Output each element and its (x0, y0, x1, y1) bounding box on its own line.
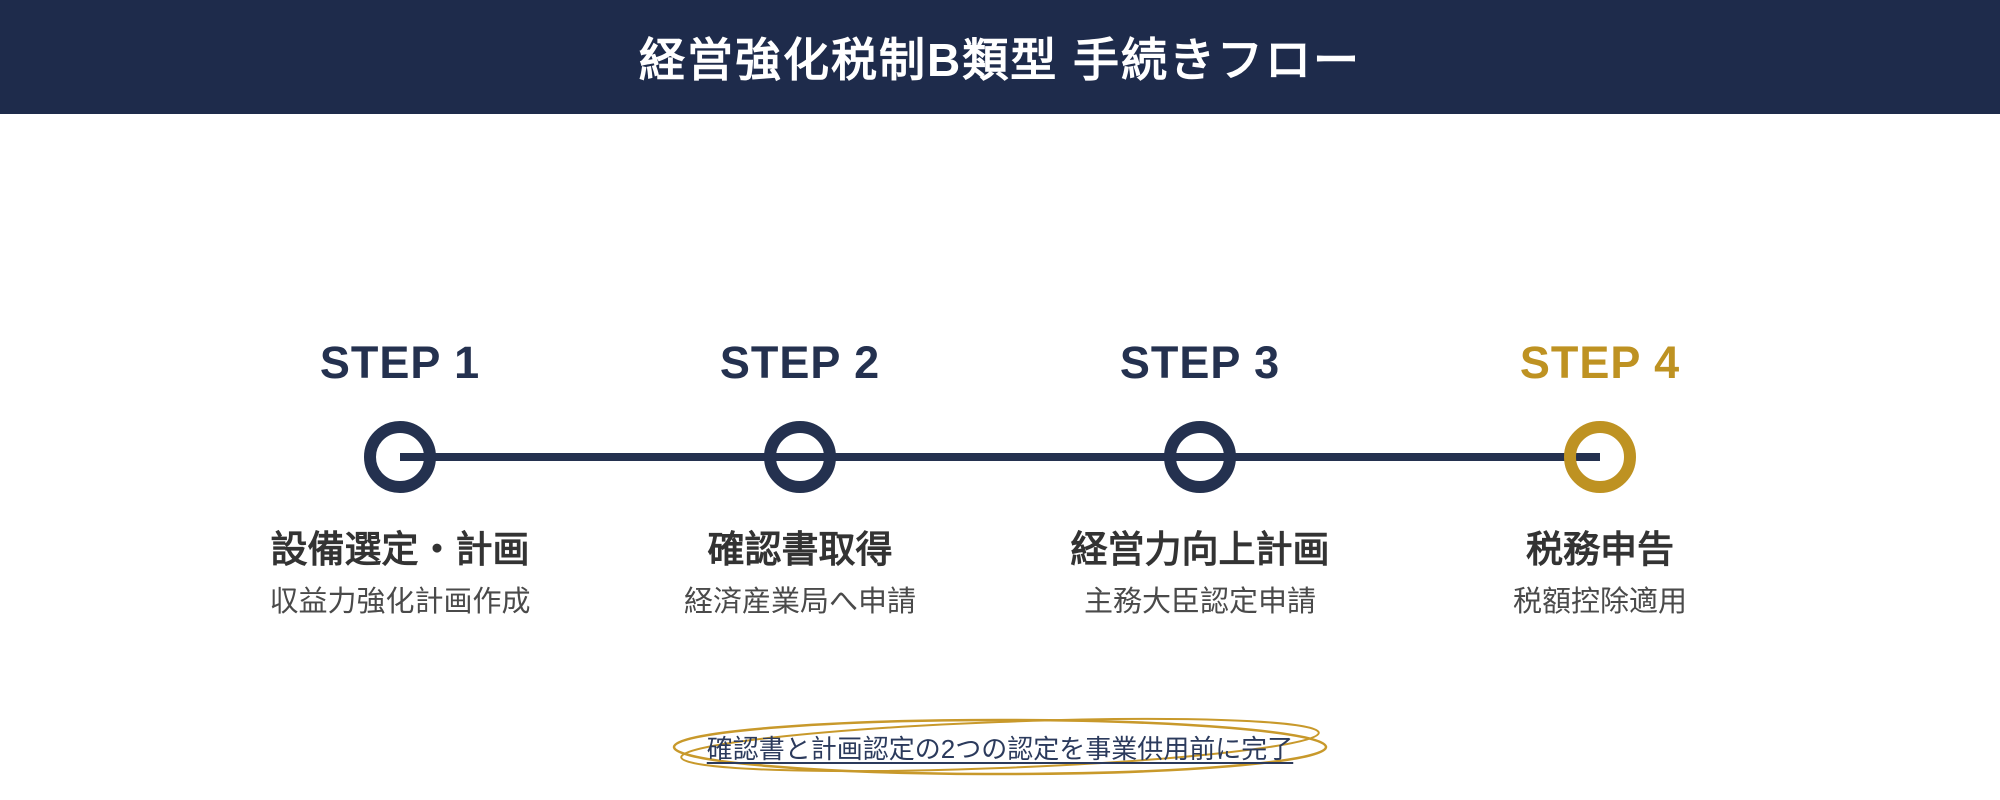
step-3-subtitle: 主務大臣認定申請 (1083, 586, 1316, 618)
step-1-title: 設備選定・計画 (270, 529, 530, 570)
step-4: STEP 4 税務申告 税額控除適用 (1400, 338, 1800, 621)
step-1-node-circle (364, 421, 436, 493)
step-4-title: 税務申告 (1526, 529, 1674, 570)
step-3-node-circle (1164, 421, 1236, 493)
step-3-title: 経営力向上計画 (1070, 529, 1330, 570)
step-3-label: STEP 3 (1119, 337, 1281, 388)
step-2-title: 確認書取得 (707, 529, 893, 570)
step-2-label: STEP 2 (719, 337, 881, 388)
timeline-line (400, 453, 1600, 461)
step-4-node-circle (1564, 421, 1636, 493)
step-2: STEP 2 確認書取得 経済産業局へ申請 (600, 338, 1000, 621)
annotation-callout: 確認書と計画認定の2つの認定を事業供用前に完了 (670, 716, 1330, 778)
step-4-subtitle: 税額控除適用 (1512, 586, 1687, 618)
step-1-subtitle: 収益力強化計画作成 (269, 586, 531, 618)
step-2-node-circle (764, 421, 836, 493)
hand-drawn-ellipse-icon (672, 717, 1328, 776)
step-4-label: STEP 4 (1519, 337, 1681, 388)
step-2-subtitle: 経済産業局へ申請 (683, 586, 916, 618)
step-1-label: STEP 1 (319, 337, 481, 388)
step-3: STEP 3 経営力向上計画 主務大臣認定申請 (1000, 338, 1400, 621)
header-bar: 経営強化税制B類型 手続きフロー (0, 0, 2000, 114)
step-1: STEP 1 設備選定・計画 収益力強化計画作成 (200, 338, 600, 621)
annotation-text: 確認書と計画認定の2つの認定を事業供用前に完了 (706, 733, 1294, 764)
page-title: 経営強化税制B類型 手続きフロー (639, 34, 1361, 86)
